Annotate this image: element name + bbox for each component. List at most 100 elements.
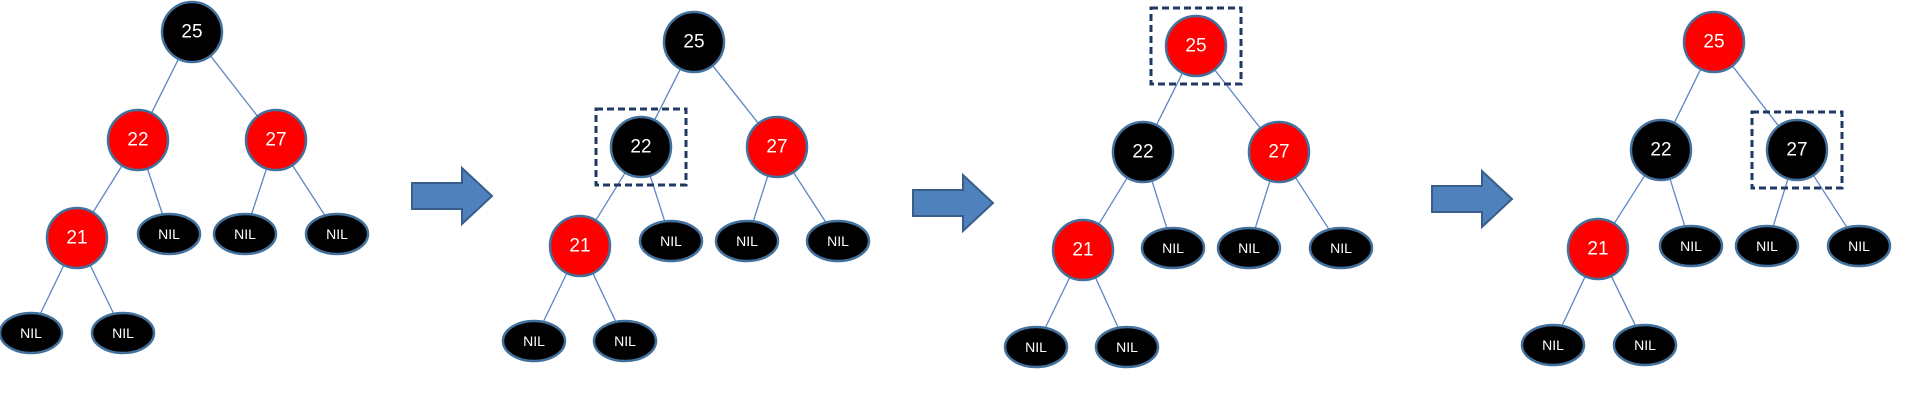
node-label: NIL	[1848, 238, 1870, 254]
node-label: NIL	[1542, 337, 1564, 353]
tree-edge-n21-nil_21r	[1094, 277, 1120, 330]
tree-node-22: 22	[1111, 120, 1175, 184]
nil-leaf-node: NIL	[501, 319, 567, 363]
node-circle	[1629, 118, 1693, 182]
tree-node-21: 21	[1566, 217, 1630, 281]
node-label: 22	[127, 130, 148, 151]
tree-edge-n27-nil_27r	[792, 171, 828, 225]
node-circle	[745, 115, 809, 179]
tree-node-27: 27	[745, 115, 809, 179]
tree-edge-n21-nil_21l	[1560, 275, 1586, 328]
nil-leaf-shape	[0, 311, 64, 355]
tree-edge-n27-nil_27r	[1294, 176, 1331, 232]
node-circle	[45, 206, 109, 270]
nil-leaf-node: NIL	[1612, 323, 1678, 367]
nil-leaf-node: NIL	[1658, 224, 1724, 268]
node-label: 27	[265, 130, 286, 151]
nil-leaf-shape	[212, 212, 278, 256]
tree-edge-n21-nil_21r	[89, 264, 115, 316]
node-label: NIL	[112, 325, 134, 341]
nil-leaf-node: NIL	[1216, 226, 1282, 270]
nil-leaf-shape	[1003, 325, 1069, 369]
node-circle	[1247, 120, 1311, 184]
node-label: NIL	[827, 233, 849, 249]
tree-node-25: 25	[1164, 14, 1228, 78]
nil-leaf-shape	[1734, 224, 1800, 268]
tree-edge-n27-nil_27l	[250, 168, 268, 216]
node-label: NIL	[20, 325, 42, 341]
node-label: 21	[1587, 239, 1608, 260]
node-label: 22	[1650, 140, 1671, 161]
tree-edge-n27-nil_27l	[1772, 178, 1789, 228]
nil-leaf-shape	[304, 212, 370, 256]
tree-edge-n21-nil_21l	[1044, 276, 1071, 330]
nil-leaf-node: NIL	[1734, 224, 1800, 268]
nil-leaf-shape	[136, 212, 202, 256]
nil-leaf-shape	[1520, 323, 1586, 367]
nil-leaf-node: NIL	[136, 212, 202, 256]
nil-leaf-shape	[1612, 323, 1678, 367]
node-label: NIL	[326, 226, 348, 242]
tree-edge-n27-nil_27r	[1812, 174, 1849, 230]
nil-leaf-shape	[501, 319, 567, 363]
tree-edge-n22-n21	[1613, 174, 1646, 225]
tree-edge-n21-nil_21r	[592, 272, 618, 324]
node-label: NIL	[1025, 339, 1047, 355]
nil-leaf-node: NIL	[212, 212, 278, 256]
nil-leaf-node: NIL	[0, 311, 64, 355]
tree-edge-n21-nil_21l	[542, 272, 568, 324]
node-label: 25	[181, 22, 202, 43]
tree-edge-n22-nil_22r	[649, 175, 666, 223]
nil-leaf-node: NIL	[304, 212, 370, 256]
node-circle	[1566, 217, 1630, 281]
node-circle	[244, 108, 308, 172]
nil-leaf-node: NIL	[805, 219, 871, 263]
nil-leaf-node: NIL	[592, 319, 658, 363]
tree-node-25: 25	[160, 0, 224, 64]
tree-edge-n25-n22	[1155, 72, 1184, 126]
transition-arrow-icon	[411, 165, 494, 227]
tree-edge-n27-nil_27l	[1254, 180, 1271, 230]
nil-leaf-shape	[1308, 226, 1374, 270]
nil-leaf-shape	[1658, 224, 1724, 268]
node-label: NIL	[1162, 240, 1184, 256]
tree-edge-n22-n21	[92, 165, 123, 213]
tree-edge-n27-nil_27l	[752, 175, 769, 223]
node-label: 21	[1072, 240, 1093, 261]
node-circle	[1051, 218, 1115, 282]
tree-edge-n25-n22	[653, 68, 682, 121]
node-label: NIL	[158, 226, 180, 242]
node-circle	[1765, 118, 1829, 182]
nil-leaf-shape	[805, 219, 871, 263]
nil-leaf-shape	[638, 219, 704, 263]
tree-edge-n21-nil_21l	[39, 264, 65, 316]
tree-edge-n22-nil_22r	[1151, 180, 1168, 230]
tree-edge-n22-n21	[595, 172, 626, 221]
node-label: NIL	[614, 333, 636, 349]
node-label: 27	[1268, 142, 1289, 163]
node-label: NIL	[1238, 240, 1260, 256]
nil-leaf-shape	[90, 311, 156, 355]
transition-arrow-icon	[1431, 168, 1514, 230]
nil-leaf-node: NIL	[90, 311, 156, 355]
tree-edge-n21-nil_21r	[1610, 275, 1637, 328]
tree-edge-n25-n22	[150, 58, 180, 114]
node-label: 22	[630, 137, 651, 158]
nil-leaf-node: NIL	[638, 219, 704, 263]
tree-edge-n22-nil_22r	[146, 168, 164, 216]
tree-edge-n25-n27	[1213, 69, 1262, 129]
nil-leaf-shape	[1216, 226, 1282, 270]
node-label: 25	[1703, 32, 1724, 53]
node-label: 25	[683, 32, 704, 53]
nil-leaf-shape	[1094, 325, 1160, 369]
tree-node-22: 22	[106, 108, 170, 172]
tree-edge-n25-n27	[712, 65, 759, 124]
nil-leaf-node: NIL	[1003, 325, 1069, 369]
tree-node-27: 27	[244, 108, 308, 172]
node-label: 25	[1185, 36, 1206, 57]
